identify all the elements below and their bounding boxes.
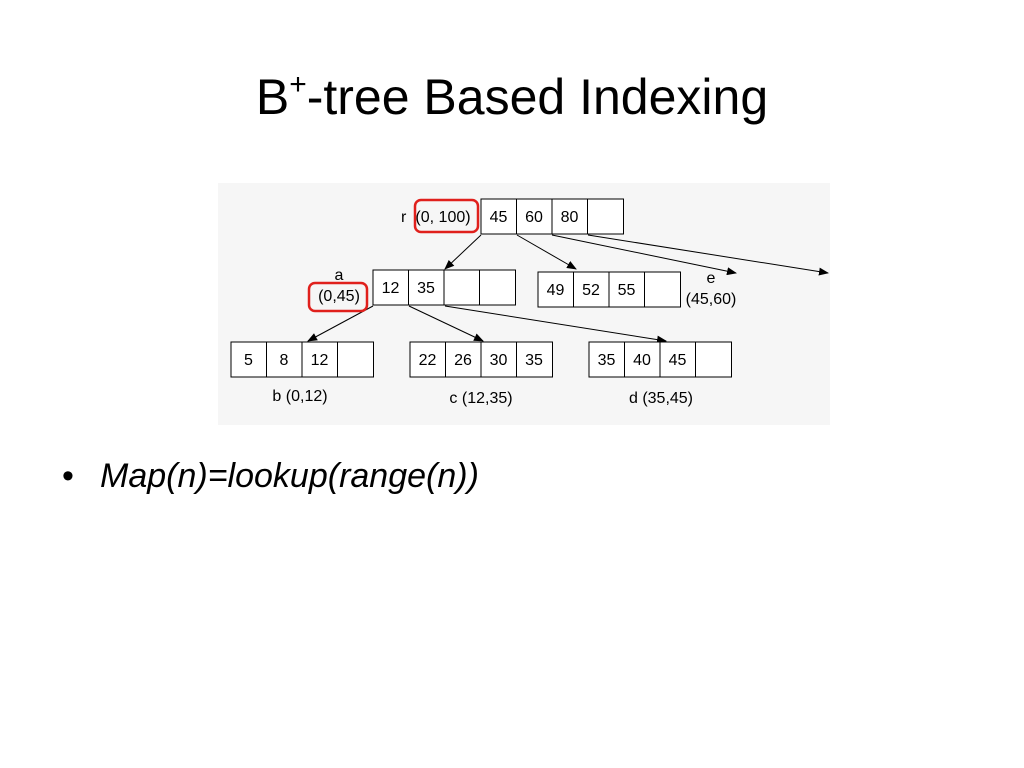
bullet-item: • Map(n)=lookup(range(n)) — [62, 452, 479, 500]
leaf-d-key: 45 — [669, 352, 687, 369]
bplus-tree-diagram: r (0, 100) 45 60 80 a (0,45) 12 — [230, 198, 829, 407]
leaf-d-caption: d (35,45) — [629, 390, 693, 407]
leaf-b-caption: b (0,12) — [272, 388, 327, 405]
bullet-list: • Map(n)=lookup(range(n)) — [62, 452, 479, 500]
edge-root-to-mid — [516, 234, 577, 270]
leaf-c: 22 26 30 35 c (12,35) — [409, 341, 553, 407]
node-e-range: (45,60) — [686, 291, 737, 308]
node-a-range-highlight — [307, 281, 369, 313]
slide-title: B+-tree Based Indexing — [0, 62, 1024, 132]
root-key: 80 — [561, 209, 579, 226]
leaf-c-key: 35 — [525, 352, 543, 369]
leaf-c-caption: c (12,35) — [449, 390, 512, 407]
root-range: (0, 100) — [415, 209, 470, 226]
node-a-key: 35 — [417, 280, 435, 297]
tree-edges — [307, 234, 829, 344]
leaf-c-key: 30 — [490, 352, 508, 369]
title-rest: -tree Based Indexing — [306, 69, 769, 125]
edge-root-to-far — [587, 234, 829, 276]
leaf-d: 35 40 45 d (35,45) — [588, 341, 732, 407]
node-a-range: (0,45) — [318, 288, 360, 305]
node-mid: 49 52 55 — [537, 271, 681, 308]
edge-root-to-a — [444, 234, 482, 270]
node-mid-key: 49 — [547, 282, 565, 299]
edge-a-to-d — [444, 305, 667, 344]
leaf-b-key: 5 — [244, 352, 253, 369]
leaf-d-key: 40 — [633, 352, 651, 369]
root-keys: 45 60 80 — [480, 198, 624, 235]
leaf-d-key: 35 — [598, 352, 616, 369]
node-mid-key: 55 — [618, 282, 636, 299]
bullet-text: Map(n)=lookup(range(n)) — [100, 457, 479, 495]
node-a-label: a — [335, 267, 344, 284]
leaf-b-key: 12 — [311, 352, 329, 369]
node-a: a (0,45) 12 35 — [307, 267, 516, 313]
root-label: r — [401, 209, 407, 226]
leaf-c-key: 26 — [454, 352, 472, 369]
bplus-tree-figure: r (0, 100) 45 60 80 a (0,45) 12 — [218, 183, 830, 425]
root-key: 45 — [490, 209, 508, 226]
leaf-b-key: 8 — [280, 352, 289, 369]
root-range-highlight — [413, 198, 480, 234]
node-e: e (45,60) — [686, 270, 737, 308]
node-e-label: e — [707, 270, 716, 287]
leaf-c-key: 22 — [419, 352, 437, 369]
node-a-key: 12 — [382, 280, 400, 297]
leaf-b: 5 8 12 b (0,12) — [230, 341, 374, 405]
bullet-dot-icon: • — [62, 457, 74, 495]
root-node: r (0, 100) 45 60 80 — [401, 198, 624, 235]
edge-a-to-c — [408, 305, 484, 342]
node-mid-key: 52 — [582, 282, 600, 299]
title-superscript: + — [289, 68, 307, 101]
edge-root-to-e — [551, 234, 737, 276]
root-key: 60 — [525, 209, 543, 226]
title-main: B — [255, 69, 290, 125]
